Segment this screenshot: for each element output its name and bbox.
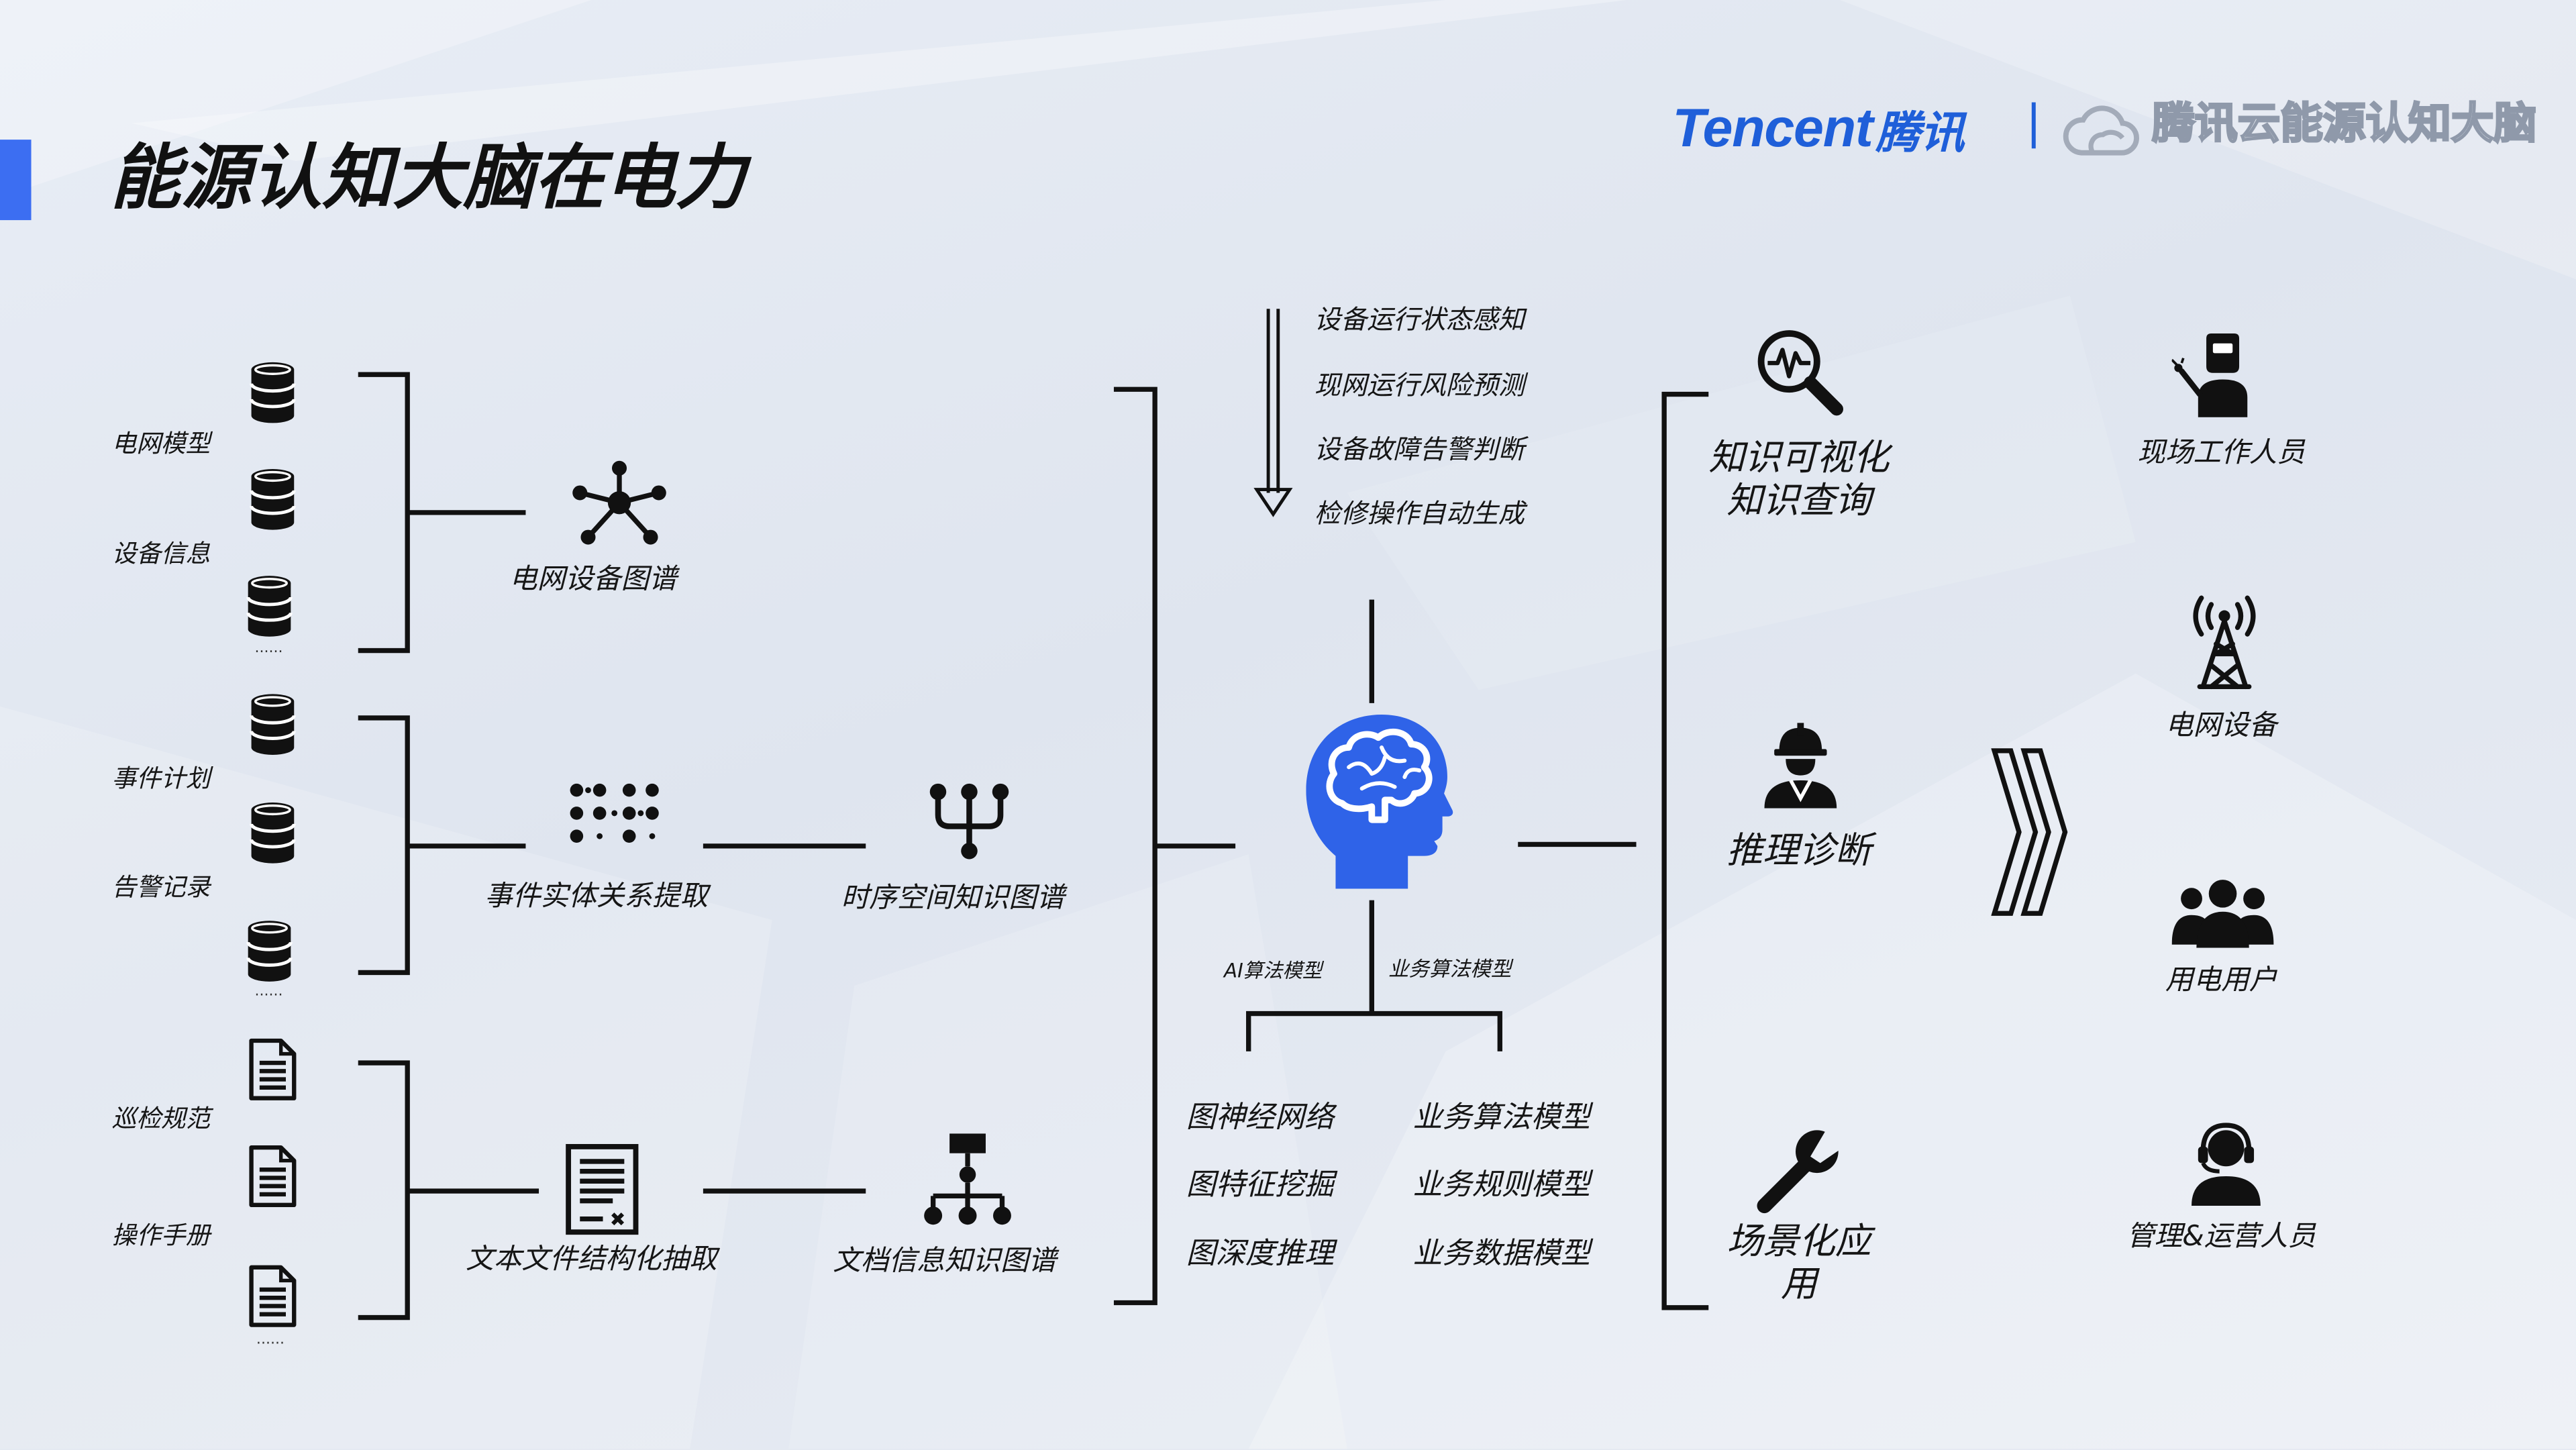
application-reasoning-diagnosis: 推理诊断 <box>1692 831 1906 874</box>
model-item: 图神经网络 <box>1186 1100 1335 1135</box>
model-group-label: AI算法模型 <box>1223 959 1323 983</box>
entity-dots-icon <box>568 782 660 844</box>
text-file-icon <box>564 1143 641 1235</box>
down-arrow <box>1253 309 1293 517</box>
bracket-source-1 <box>358 372 410 654</box>
more-sources-ellipsis: ...... <box>256 1332 285 1349</box>
application-scenario: 场景化应 用 <box>1692 1223 1906 1308</box>
logo-product-name: 腾讯云能源认知大脑 <box>2151 100 2538 150</box>
page-title: 能源认知大脑在电力 <box>110 138 746 221</box>
application-line: 知识查询 <box>1727 481 1871 523</box>
transmission-tower-icon <box>2185 594 2264 690</box>
model-item: 业务算法模型 <box>1412 1100 1590 1135</box>
application-knowledge-visualization: 知识可视化 知识查询 <box>1692 439 1906 524</box>
network-graph-icon <box>572 460 667 546</box>
application-line: 用 <box>1780 1265 1817 1306</box>
model-item: 业务规则模型 <box>1412 1168 1590 1203</box>
double-chevron-icon <box>1991 747 2070 917</box>
application-line: 推理诊断 <box>1727 831 1871 873</box>
audience-label: 用电用户 <box>2165 964 2277 998</box>
user-group-icon <box>2172 879 2274 948</box>
document-icon <box>248 1265 297 1327</box>
bracket-graphs <box>1113 386 1157 1306</box>
knowledge-graph-label: 文档信息知识图谱 <box>833 1245 1057 1278</box>
application-line: 场景化应 <box>1727 1222 1871 1263</box>
document-icon <box>248 1145 297 1207</box>
knowledge-graph-label: 时序空间知识图谱 <box>841 882 1065 915</box>
bracket-models <box>1246 1011 1502 1051</box>
wrench-icon <box>1751 1127 1843 1216</box>
bracket-applications <box>1661 391 1709 1310</box>
database-icon <box>250 802 296 864</box>
brain-head-icon <box>1306 711 1453 888</box>
model-item: 图深度推理 <box>1186 1237 1335 1272</box>
merge-tree-icon <box>928 782 1010 861</box>
welder-icon <box>2172 329 2264 417</box>
source-label: 设备信息 <box>111 539 211 569</box>
hierarchy-icon <box>920 1133 1015 1225</box>
audience-label: 现场工作人员 <box>2137 437 2305 470</box>
support-agent-icon <box>2185 1121 2267 1206</box>
logo-brand-en: Tencent <box>1672 97 1873 158</box>
more-sources-ellipsis: ...... <box>254 640 283 658</box>
source-label: 事件计划 <box>111 764 211 794</box>
model-item: 业务数据模型 <box>1412 1237 1590 1272</box>
processing-label: 事件实体关系提取 <box>484 880 709 914</box>
application-line: 知识可视化 <box>1708 438 1890 480</box>
document-icon <box>248 1038 297 1100</box>
processing-label: 文本文件结构化抽取 <box>466 1243 717 1277</box>
source-label: 电网模型 <box>111 429 211 459</box>
bracket-source-2 <box>358 715 410 976</box>
perception-item: 设备运行状态感知 <box>1314 303 1525 335</box>
perception-item: 现网运行风险预测 <box>1314 369 1525 401</box>
model-group-label: 业务算法模型 <box>1388 955 1512 981</box>
source-label: 操作手册 <box>111 1221 211 1251</box>
bracket-source-3 <box>358 1060 410 1320</box>
magnifier-pulse-icon <box>1753 325 1845 417</box>
database-icon <box>250 362 296 424</box>
database-icon <box>246 920 293 982</box>
logo-brand-cn: 腾讯 <box>1875 107 1965 159</box>
perception-item: 检修操作自动生成 <box>1314 497 1525 529</box>
tencent-logo: Tencent 腾讯 <box>1672 95 1964 161</box>
source-label: 巡检规范 <box>111 1104 211 1134</box>
engineer-icon <box>1759 723 1841 808</box>
perception-item: 设备故障告警判断 <box>1314 433 1525 465</box>
audience-label: 电网设备 <box>2165 709 2277 743</box>
database-icon <box>250 468 296 531</box>
processing-label: 电网设备图谱 <box>509 563 677 597</box>
logo-divider: | <box>2027 95 2041 150</box>
source-label: 告警记录 <box>111 872 211 902</box>
database-icon <box>246 575 293 637</box>
accent-bar <box>0 140 32 221</box>
audience-label: 管理&运营人员 <box>2126 1221 2316 1254</box>
database-icon <box>250 693 296 756</box>
more-sources-ellipsis: ...... <box>254 984 283 1001</box>
model-item: 图特征挖掘 <box>1186 1168 1335 1203</box>
